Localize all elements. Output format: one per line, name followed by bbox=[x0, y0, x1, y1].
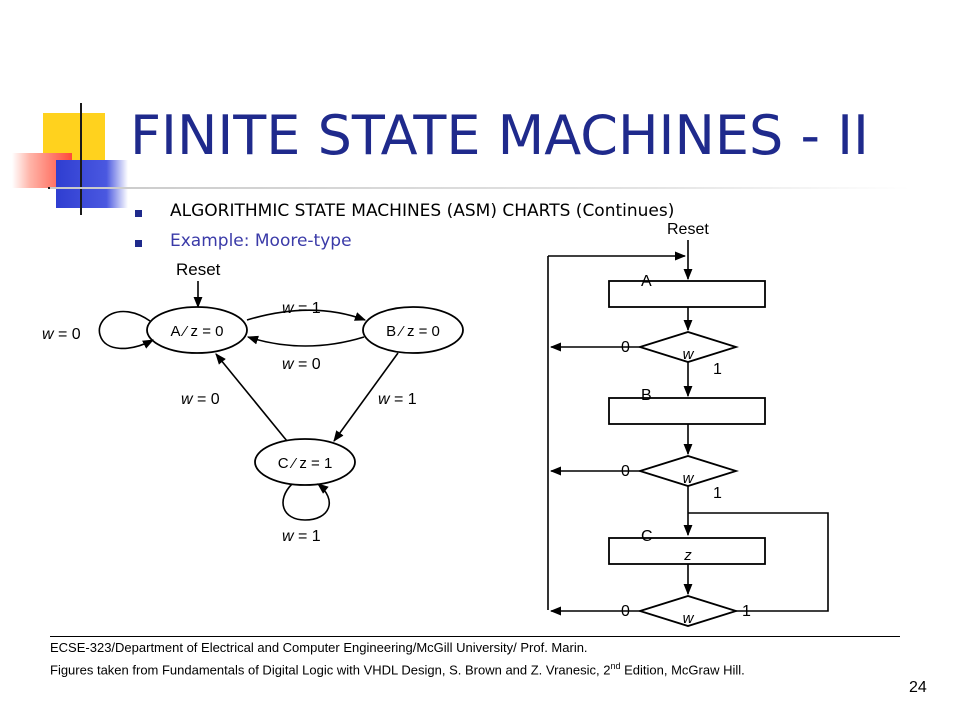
asm-state-box-a bbox=[608, 280, 766, 308]
state-c-label: C ⁄ z = 1 bbox=[278, 455, 333, 472]
transition-a-self bbox=[98, 310, 154, 350]
state-node-b bbox=[362, 306, 464, 354]
asm-chart: Reset A w 0 1 B w 0 1 C z bbox=[547, 221, 829, 627]
asm-reset-label: Reset bbox=[667, 221, 709, 238]
asm-state-c-output: z bbox=[683, 547, 692, 564]
asm-state-box-b bbox=[608, 397, 766, 425]
bullet-text-2: Example: Moore-type bbox=[170, 231, 352, 251]
asm-decision-3-zero: 0 bbox=[621, 603, 630, 620]
asm-decision-2-one: 1 bbox=[713, 485, 722, 502]
deco-blue-block bbox=[56, 160, 128, 208]
transition-b-to-a-label: w = 0 bbox=[282, 356, 321, 373]
transition-b-to-a bbox=[246, 335, 365, 347]
asm-decision-3-one-loop bbox=[688, 512, 829, 612]
transition-c-to-a bbox=[215, 353, 288, 442]
transition-c-self-label: w = 1 bbox=[282, 528, 321, 545]
asm-decision-1-zero: 0 bbox=[621, 339, 630, 356]
asm-state-label-a: A bbox=[641, 273, 652, 290]
bullet-marker-2 bbox=[135, 240, 142, 247]
asm-state-box-c bbox=[608, 537, 766, 565]
footer-line-2-post: Edition, McGraw Hill. bbox=[620, 662, 745, 678]
state-node-a bbox=[146, 306, 248, 354]
transition-b-to-c bbox=[333, 352, 399, 442]
asm-state-label-c: C bbox=[641, 528, 653, 545]
footer-line-2-sup: nd bbox=[610, 661, 621, 671]
asm-decision-2-var: w bbox=[683, 470, 695, 487]
page-title: FINITE STATE MACHINES - II bbox=[130, 104, 869, 167]
footer-divider bbox=[50, 636, 900, 637]
footer-line-2-pre: Figures taken from Fundamentals of Digit… bbox=[50, 662, 611, 678]
page-number: 24 bbox=[909, 679, 927, 696]
state-node-c bbox=[254, 438, 356, 486]
transition-a-to-b-label: w = 1 bbox=[282, 300, 321, 317]
asm-decision-2 bbox=[636, 455, 740, 487]
footer-line-1: ECSE-323/Department of Electrical and Co… bbox=[50, 640, 588, 655]
state-diagram: Reset A ⁄ z = 0 B ⁄ z = 0 C ⁄ z = 1 w = … bbox=[42, 260, 464, 545]
transition-a-to-b bbox=[246, 309, 367, 321]
asm-decision-2-zero: 0 bbox=[621, 463, 630, 480]
transition-c-to-a-label: w = 0 bbox=[181, 391, 220, 408]
title-divider bbox=[50, 187, 910, 189]
asm-decision-1-var: w bbox=[683, 346, 695, 363]
bullet-marker-1 bbox=[135, 210, 142, 217]
state-b-label: B ⁄ z = 0 bbox=[386, 323, 440, 340]
bullet-text-1: ALGORITHMIC STATE MACHINES (ASM) CHARTS … bbox=[170, 201, 675, 221]
footer-line-2: Figures taken from Fundamentals of Digit… bbox=[50, 661, 745, 677]
transition-b-to-c-label: w = 1 bbox=[378, 391, 417, 408]
transition-c-self bbox=[282, 483, 330, 521]
deco-vertical-line bbox=[80, 103, 82, 215]
state-a-label: A ⁄ z = 0 bbox=[171, 323, 224, 340]
asm-decision-1-one: 1 bbox=[713, 361, 722, 378]
asm-decision-1 bbox=[636, 331, 740, 363]
state-diagram-reset-label: Reset bbox=[176, 260, 221, 279]
asm-state-label-b: B bbox=[641, 387, 652, 404]
asm-decision-3-var: w bbox=[683, 610, 695, 627]
transition-a-self-label: w = 0 bbox=[42, 326, 81, 343]
